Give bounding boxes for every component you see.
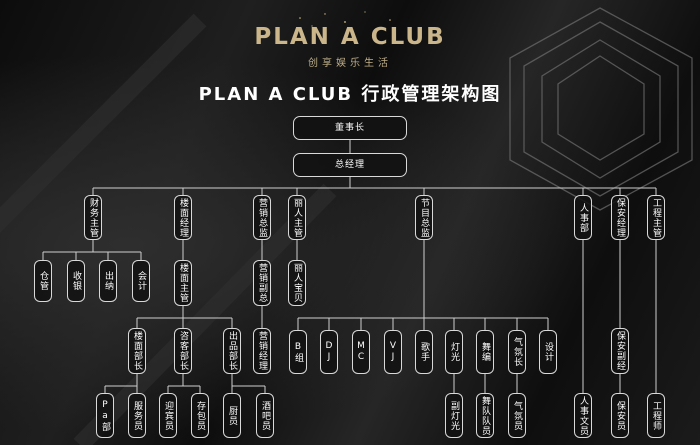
node-storage-clerk: 存包员: [191, 393, 209, 438]
node-design: 设计: [539, 330, 557, 374]
node-engineer: 工程师: [647, 393, 665, 438]
club-slogan: 创享娱乐生活: [308, 58, 392, 69]
node-chairman: 董事长: [293, 116, 407, 140]
chart-title: PLAN A CLUB 行政管理架构图: [198, 84, 502, 105]
club-logo: PLAN A CLUB: [254, 24, 446, 50]
node-engineering-head: 工程主管: [647, 195, 665, 240]
node-marketing-director: 营销总监: [253, 195, 271, 240]
node-singer: 歌手: [415, 330, 433, 374]
node-mc: MC: [352, 330, 370, 374]
node-warehouse: 仓管: [34, 260, 52, 302]
node-finance-head: 财务主管: [84, 195, 102, 240]
node-light-assistant: 副灯光: [445, 393, 463, 438]
node-bartender: 酒吧员: [256, 393, 274, 438]
node-output-section-head: 出品部长: [223, 328, 241, 374]
node-pa: Pa部: [96, 393, 114, 438]
node-beauty-head: 丽人主管: [288, 195, 306, 240]
node-program-director: 节目总监: [415, 195, 433, 240]
node-b-group: B组: [289, 330, 307, 374]
node-dj: DJ: [320, 330, 338, 374]
node-vj: VJ: [384, 330, 402, 374]
node-guest-section-head: 咨客部长: [174, 328, 192, 374]
node-beauty-treasure: 丽人宝贝: [288, 260, 306, 306]
node-security-manager: 保安经理: [611, 195, 629, 240]
node-hr-clerk: 人事文员: [574, 393, 592, 438]
node-choreographer: 舞编: [476, 330, 494, 374]
node-guard: 保安员: [611, 393, 629, 438]
node-atmosphere-staff: 气氛员: [508, 393, 526, 438]
node-teller: 出纳: [99, 260, 117, 302]
node-hr: 人事部: [574, 195, 592, 240]
node-floor-supervisor: 楼面主管: [174, 260, 192, 306]
node-floor-section-head: 楼面部长: [128, 328, 146, 374]
node-kitchen: 厨员: [223, 393, 241, 438]
node-marketing-deputy: 营销副总: [253, 260, 271, 306]
node-floor-manager: 楼面经理: [174, 195, 192, 240]
node-security-deputy: 保安副经: [611, 328, 629, 374]
node-cashier: 收银: [67, 260, 85, 302]
node-waiter: 服务员: [128, 393, 146, 438]
node-atmosphere-head: 气氛长: [508, 330, 526, 374]
node-greeter: 迎宾员: [159, 393, 177, 438]
node-lighting: 灯光: [445, 330, 463, 374]
node-marketing-manager: 营销经理: [253, 328, 271, 374]
node-accountant: 会计: [132, 260, 150, 302]
node-dance-team: 舞队队员: [476, 393, 494, 438]
node-general-manager: 总经理: [293, 153, 407, 177]
